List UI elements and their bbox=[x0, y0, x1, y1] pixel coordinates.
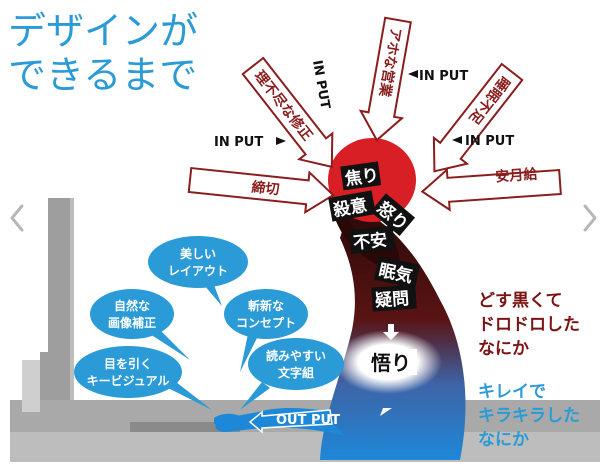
svg-text:文字組: 文字組 bbox=[278, 365, 314, 380]
svg-text:キービジュアル: キービジュアル bbox=[87, 373, 170, 388]
small-arrow-icon bbox=[380, 408, 392, 416]
bubble-eye-catching: 目を引く キービジュアル bbox=[74, 346, 212, 410]
svg-text:疑問: 疑問 bbox=[374, 289, 409, 311]
input-arrow-3-icon bbox=[408, 70, 418, 78]
svg-text:焦り: 焦り bbox=[343, 164, 381, 190]
svg-text:不安: 不安 bbox=[352, 229, 388, 253]
down-arrow-icon bbox=[383, 324, 399, 340]
pressure-arrow-4: 締切 bbox=[187, 166, 335, 215]
pressure-arrow-1: 理不尽な修正 bbox=[241, 56, 334, 169]
light-caption-line-3: なにか bbox=[478, 430, 529, 450]
emotion-tag-1: 焦り bbox=[340, 161, 382, 191]
svg-text:締切: 締切 bbox=[251, 179, 281, 199]
svg-text:理不尽な修正: 理不尽な修正 bbox=[251, 67, 316, 144]
bubble-novel-concept: 斬新な コンセプト bbox=[224, 289, 308, 372]
emotion-tag-2: 殺意 bbox=[328, 190, 376, 222]
svg-text:OUT PUT: OUT PUT bbox=[276, 413, 340, 428]
input-label-4: IN PUT bbox=[465, 134, 514, 149]
bubble-natural-image: 自然な 画像補正 bbox=[90, 289, 190, 360]
title-line-2: できるまで bbox=[8, 53, 197, 97]
dark-caption-line-1: どす黒くて bbox=[478, 291, 563, 311]
svg-text:コンセプト: コンセプト bbox=[236, 315, 296, 330]
bubble-readable-type: 読みやすい 文字組 bbox=[240, 338, 344, 410]
pressure-arrow-2: アホな営業 bbox=[358, 16, 412, 142]
svg-text:画像補正: 画像補正 bbox=[108, 315, 156, 330]
bubble-beautiful-layout: 美しい レイアウト bbox=[148, 236, 248, 306]
emotion-tag-6: 疑問 bbox=[371, 284, 417, 312]
dark-caption-line-2: ドロドロした bbox=[478, 315, 580, 335]
pressure-arrow-5: 安月給 bbox=[420, 166, 562, 212]
output-arrow: OUT PUT bbox=[248, 409, 340, 434]
input-label-2: IN PUT bbox=[309, 59, 332, 110]
input-label-1: IN PUT bbox=[214, 135, 263, 150]
svg-text:レイアウト: レイアウト bbox=[168, 264, 228, 278]
dark-caption-line-3: なにか bbox=[478, 339, 529, 359]
input-label-3: IN PUT bbox=[419, 69, 468, 84]
input-arrow-4-icon bbox=[452, 136, 462, 144]
title-line-1: デザインが bbox=[8, 9, 198, 53]
svg-text:自然な: 自然な bbox=[114, 298, 150, 313]
input-arrow-1-icon bbox=[276, 137, 286, 145]
svg-text:斬新な: 斬新な bbox=[248, 298, 284, 313]
realization-tag: 悟り bbox=[371, 349, 417, 375]
svg-text:目を引く: 目を引く bbox=[104, 357, 152, 371]
svg-text:悟り: 悟り bbox=[371, 351, 411, 375]
chevron-right-icon[interactable] bbox=[583, 204, 597, 232]
emotion-tag-4: 不安 bbox=[348, 225, 396, 255]
svg-text:美しい: 美しい bbox=[180, 246, 216, 261]
light-caption-line-2: キラキラした bbox=[478, 406, 580, 426]
light-caption-line-1: キレイで bbox=[478, 382, 546, 402]
svg-text:安月給: 安月給 bbox=[495, 166, 539, 186]
svg-text:読みやすい: 読みやすい bbox=[266, 348, 326, 363]
chevron-left-icon[interactable] bbox=[10, 204, 24, 232]
